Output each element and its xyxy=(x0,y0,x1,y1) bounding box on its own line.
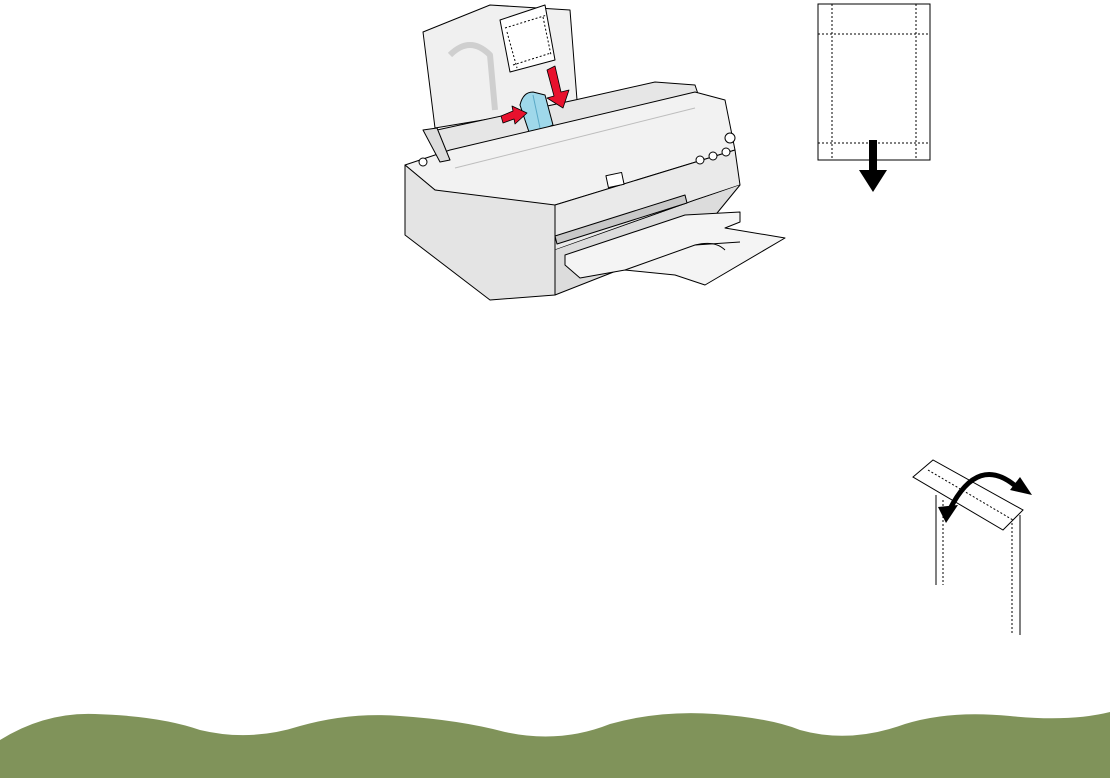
fold-paper-diagram xyxy=(908,455,1038,640)
footer-wave-band xyxy=(0,700,1110,778)
printer-illustration xyxy=(395,0,795,305)
perforated-paper-diagram xyxy=(812,0,937,200)
